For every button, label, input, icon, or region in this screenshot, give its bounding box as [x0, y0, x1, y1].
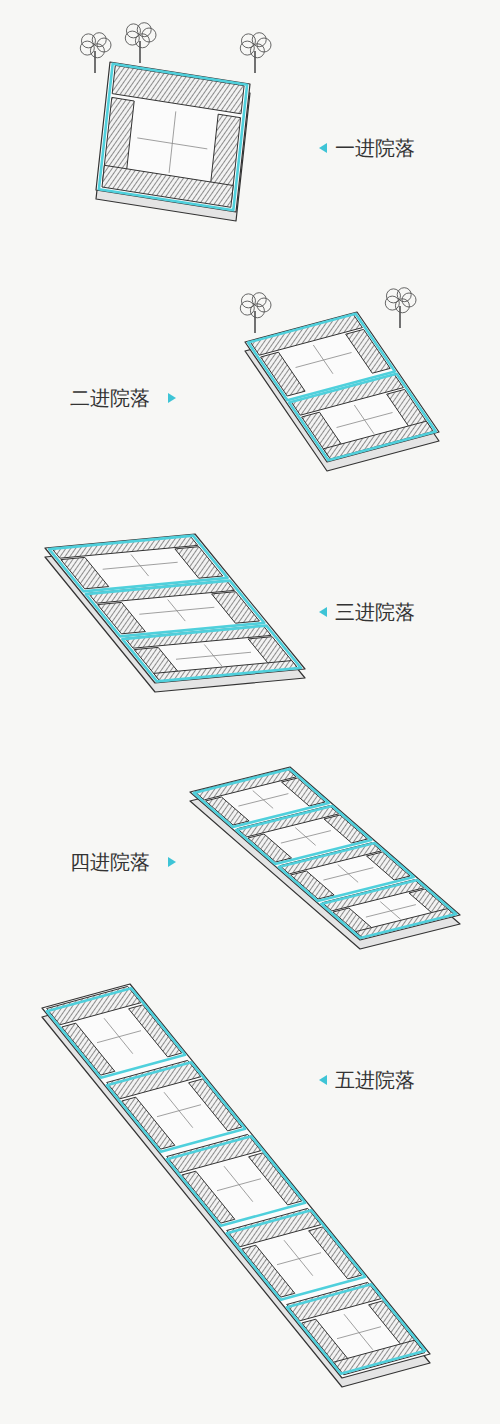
- yard-path: [296, 353, 352, 368]
- courtyard-label: 三进院落: [335, 600, 415, 624]
- wing-roof: [261, 352, 306, 396]
- courtyard-outline: [99, 64, 247, 211]
- yard-path: [217, 1179, 261, 1191]
- yard-path: [380, 902, 400, 920]
- yard-path: [284, 1240, 313, 1276]
- yard-path: [366, 905, 416, 918]
- pointer-triangle: [168, 393, 176, 403]
- yard-path: [103, 562, 178, 569]
- gate-roof: [334, 1340, 425, 1375]
- courtyard-outline: [47, 988, 185, 1078]
- courtyard-label: 四进院落: [70, 850, 150, 874]
- yard-path: [157, 1105, 201, 1117]
- courtyard-house: [45, 534, 305, 692]
- pointer-triangle: [319, 1075, 327, 1085]
- yard-path: [354, 405, 374, 434]
- yard-path: [344, 1314, 373, 1350]
- tree-sketch: [240, 293, 271, 333]
- hall-roof: [167, 1134, 261, 1172]
- wing-roof: [249, 1153, 302, 1205]
- wing-roof: [62, 1023, 115, 1075]
- site-plan: [42, 984, 430, 1378]
- yard-path: [313, 345, 333, 374]
- courtyard-house: [190, 767, 460, 949]
- yard-path: [169, 111, 176, 172]
- tree-sketch: [385, 288, 416, 328]
- yard-path: [97, 1031, 141, 1043]
- yard-path: [337, 413, 393, 428]
- yard-path: [338, 865, 358, 883]
- courtyard-outline: [289, 374, 436, 460]
- courtyard-house: [240, 288, 439, 471]
- yard-path: [137, 138, 207, 149]
- site-plan: [190, 767, 460, 940]
- tree-sketch: [240, 33, 271, 73]
- tree-sketch: [80, 33, 111, 73]
- hall-roof: [227, 1208, 321, 1246]
- hall-roof: [107, 1060, 201, 1098]
- wing-roof: [242, 1245, 295, 1297]
- yard-path: [238, 794, 288, 807]
- gate-roof: [356, 909, 455, 938]
- yard-path: [104, 1018, 133, 1054]
- yard-path: [323, 868, 373, 881]
- pointer-triangle: [168, 857, 176, 867]
- wing-roof: [346, 329, 391, 373]
- courtyard-outline: [167, 1136, 305, 1226]
- courtyard-outline: [287, 1284, 425, 1374]
- yard-path: [224, 1166, 253, 1202]
- yard-path: [139, 607, 214, 614]
- wing-roof: [129, 1005, 182, 1057]
- courtyard-house: [80, 23, 271, 221]
- courtyard-label: 二进院落: [70, 386, 150, 410]
- courtyard-label: 五进院落: [335, 1068, 415, 1092]
- courtyard-label: 一进院落: [335, 136, 415, 160]
- courtyard-outline: [122, 626, 301, 682]
- wing-roof: [122, 1097, 175, 1149]
- courtyard-outline: [107, 1062, 245, 1152]
- yard-path: [281, 831, 331, 844]
- courtyard-outline: [227, 1210, 365, 1300]
- yard-path: [176, 652, 251, 659]
- pointer-triangle: [319, 143, 327, 153]
- yard-path: [164, 1092, 193, 1128]
- hall-roof: [287, 1282, 381, 1320]
- yard-path: [337, 1327, 381, 1339]
- courtyard-house: [42, 984, 430, 1387]
- yard-path: [253, 791, 273, 809]
- site-plan: [245, 312, 439, 462]
- tree-sketch: [125, 23, 156, 63]
- hall-roof: [47, 986, 141, 1024]
- wing-roof: [309, 1227, 362, 1279]
- yard-path: [277, 1253, 321, 1265]
- site-plan: [96, 62, 250, 212]
- pointer-triangle: [319, 607, 327, 617]
- yard-path: [295, 828, 315, 846]
- courtyard-outline: [321, 880, 456, 938]
- wing-roof: [189, 1079, 242, 1131]
- site-plan: [45, 534, 305, 683]
- wing-roof: [182, 1171, 235, 1223]
